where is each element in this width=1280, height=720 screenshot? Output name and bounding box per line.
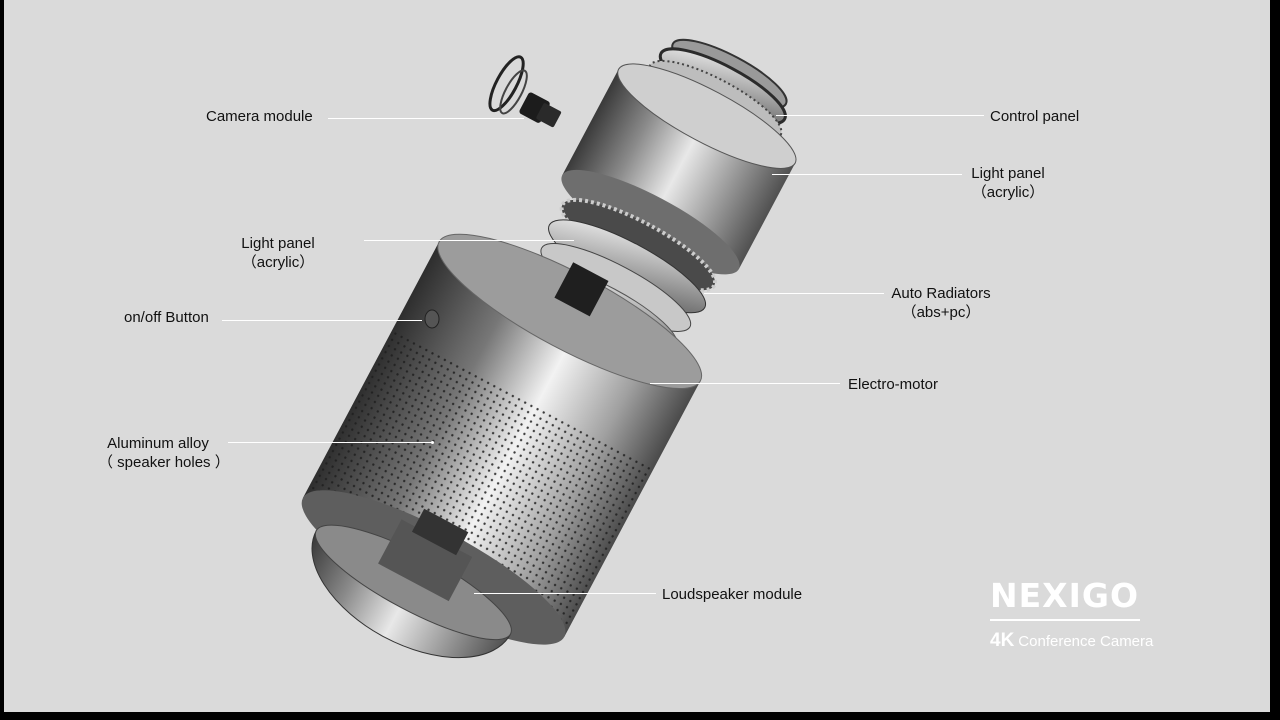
- exploded-diagram: Camera module Control panel Light panel …: [4, 0, 1270, 712]
- label-aluminum-line1: Aluminum alloy: [107, 435, 209, 452]
- leader-control-panel: [776, 115, 984, 116]
- label-control-panel: Control panel: [990, 108, 1080, 125]
- label-light-panel-top-line1: Light panel: [971, 165, 1045, 182]
- label-light-panel-left-line1: Light panel: [241, 235, 315, 252]
- tagline-text: Conference Camera: [1018, 633, 1154, 650]
- label-aluminum-line2: （ speaker holes ）: [98, 454, 230, 471]
- brand-rule: [990, 619, 1140, 621]
- leader-aluminum: [228, 442, 432, 443]
- brand-name: NEXIGO: [990, 576, 1140, 615]
- leader-electro-motor: [650, 383, 840, 384]
- tagline-4k: 4K: [990, 630, 1015, 651]
- label-loudspeaker: Loudspeaker module: [662, 586, 803, 603]
- label-onoff-button: on/off Button: [124, 309, 209, 326]
- leader-auto-radiators: [704, 293, 884, 294]
- label-light-panel-left: Light panel （acrylic）: [234, 234, 322, 272]
- leader-aluminum-dot: [431, 441, 434, 444]
- leader-loudspeaker: [474, 593, 656, 594]
- leader-camera-module: [328, 118, 524, 119]
- leader-light-panel-left: [364, 240, 574, 241]
- leader-onoff-button: [222, 320, 422, 321]
- leader-light-panel-top: [772, 174, 962, 175]
- label-camera-module: Camera module: [206, 108, 313, 125]
- label-light-panel-top-line2: （acrylic）: [971, 184, 1045, 201]
- label-aluminum: Aluminum alloy （ speaker holes ）: [98, 434, 230, 472]
- label-auto-radiators-line1: Auto Radiators: [891, 285, 991, 302]
- label-light-panel-top: Light panel （acrylic）: [964, 164, 1052, 202]
- label-light-panel-left-line2: （acrylic）: [241, 254, 315, 271]
- product-illustration: [301, 38, 797, 659]
- label-auto-radiators-line2: （abs+pc）: [901, 304, 981, 321]
- label-auto-radiators: Auto Radiators （abs+pc）: [886, 284, 996, 322]
- label-electro-motor: Electro-motor: [848, 376, 939, 393]
